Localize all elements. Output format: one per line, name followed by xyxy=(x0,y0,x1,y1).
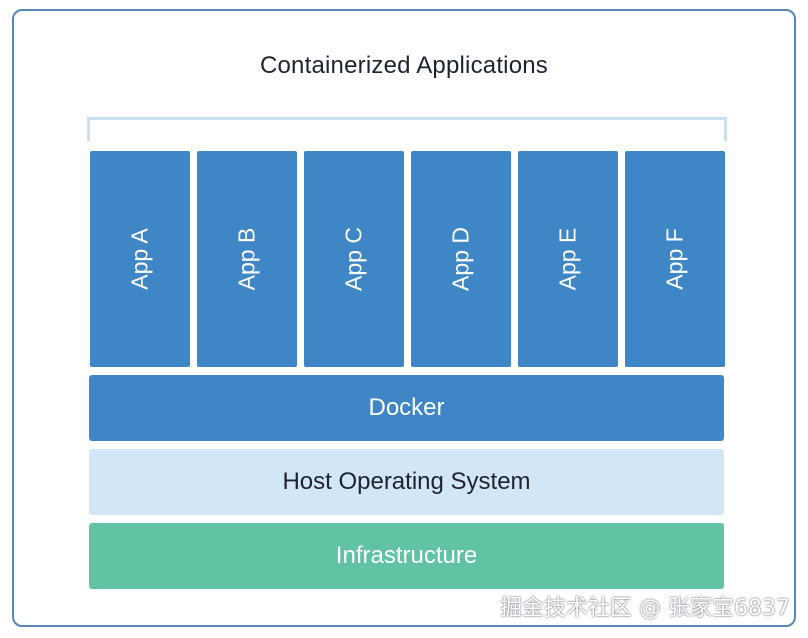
apps-bracket xyxy=(87,117,727,141)
diagram-title: Containerized Applications xyxy=(259,52,549,79)
app-f-block: App F xyxy=(625,151,725,367)
docker-layer: Docker xyxy=(89,375,724,441)
host-os-label: Host Operating System xyxy=(282,468,531,495)
app-b-label: App B xyxy=(233,227,260,291)
app-f-label: App F xyxy=(661,228,688,290)
app-a-block: App A xyxy=(90,151,190,367)
infrastructure-label: Infrastructure xyxy=(335,542,478,569)
app-e-label: App E xyxy=(554,227,581,291)
host-os-layer: Host Operating System xyxy=(89,449,724,515)
app-c-block: App C xyxy=(304,151,404,367)
app-a-label: App A xyxy=(126,228,153,290)
app-c-label: App C xyxy=(340,227,367,291)
app-b-block: App B xyxy=(197,151,297,367)
app-e-block: App E xyxy=(518,151,618,367)
infrastructure-layer: Infrastructure xyxy=(89,523,724,589)
docker-label: Docker xyxy=(368,394,445,421)
app-d-block: App D xyxy=(411,151,511,367)
watermark-text: 掘金技术社区 @ 张家宝6837 xyxy=(500,596,790,621)
app-d-label: App D xyxy=(447,227,474,291)
